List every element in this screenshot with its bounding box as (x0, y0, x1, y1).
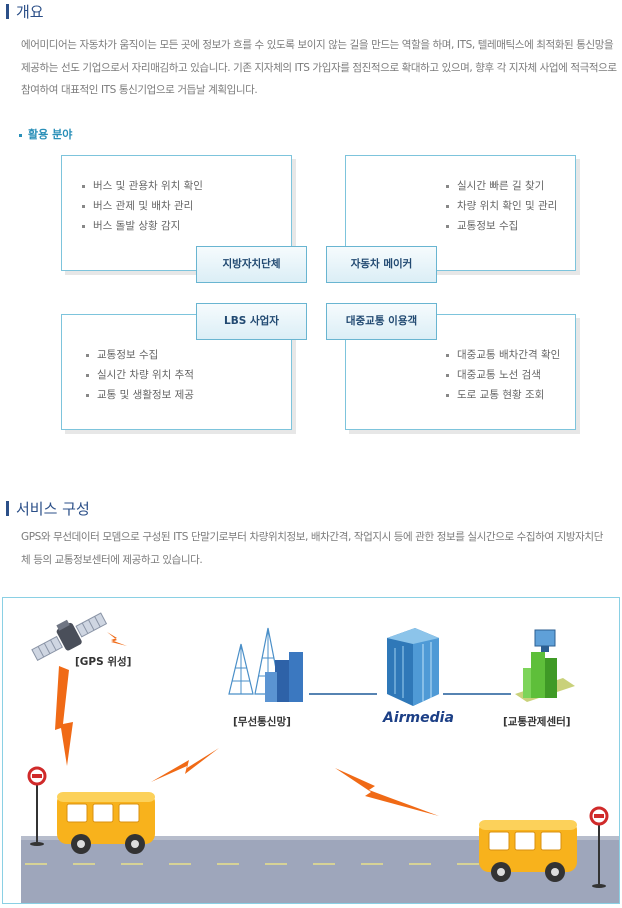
list-item: 버스 관제 및 배차 관리 (82, 196, 203, 216)
control-center-label: [교통관제센터] (503, 716, 571, 728)
overview-text: 에어미디어는 자동차가 움직이는 모든 곳에 정보가 흐를 수 있도록 보이지 … (21, 39, 617, 96)
list-item: 도로 교통 현황 조회 (446, 385, 560, 405)
overview-title: 개요 (16, 3, 44, 21)
label-local-gov: 지방자치단체 (196, 246, 307, 283)
diagram-graphics (21, 612, 619, 903)
field-box-lbs: 교통정보 수집 실시간 차량 위치 추적 교통 및 생활정보 제공 (61, 314, 292, 430)
bullet-icon (19, 133, 22, 137)
label-automaker: 자동차 메이커 (326, 246, 437, 283)
fields-heading: 활용 분야 (19, 126, 72, 142)
bus-stop-sign-icon (589, 806, 609, 888)
field-list: 실시간 빠른 길 찾기 차량 위치 확인 및 관리 교통정보 수집 (446, 176, 557, 236)
bus-icon (57, 792, 155, 854)
field-list: 버스 및 관용차 위치 확인 버스 관제 및 배차 관리 버스 돌발 상황 감지 (82, 176, 203, 236)
list-item: 버스 돌발 상황 감지 (82, 216, 203, 236)
heading-bar (6, 4, 9, 19)
gps-label: [GPS 위성] (75, 656, 132, 668)
list-item: 교통정보 수집 (446, 216, 557, 236)
bus-icon (479, 820, 577, 882)
service-diagram: [GPS 위성] [무선통신망] Airmedia [교통관제센터] (2, 597, 620, 904)
control-center-icon (515, 629, 575, 702)
satellite-icon (31, 612, 108, 661)
airmedia-logo: Airmedia (383, 710, 454, 726)
label-transit-user: 대중교통 이용객 (326, 303, 437, 340)
list-item: 대중교통 노선 검색 (446, 365, 560, 385)
list-item: 실시간 빠른 길 찾기 (446, 176, 557, 196)
bus-stop-sign-icon (27, 766, 47, 846)
field-box-local-gov: 버스 및 관용차 위치 확인 버스 관제 및 배차 관리 버스 돌발 상황 감지 (61, 155, 292, 271)
signal-lightning-icon (55, 632, 439, 816)
list-item: 차량 위치 확인 및 관리 (446, 196, 557, 216)
list-item: 버스 및 관용차 위치 확인 (82, 176, 203, 196)
building-icon (387, 628, 439, 706)
overview-heading: 개요 (6, 1, 44, 22)
network-label: [무선통신망] (233, 716, 291, 728)
label-lbs: LBS 사업자 (196, 303, 307, 340)
field-list: 대중교통 배차간격 확인 대중교통 노선 검색 도로 교통 현황 조회 (446, 345, 560, 405)
list-item: 대중교통 배차간격 확인 (446, 345, 560, 365)
heading-bar (6, 501, 9, 516)
field-list: 교통정보 수집 실시간 차량 위치 추적 교통 및 생활정보 제공 (86, 345, 194, 405)
antenna-tower-icon (228, 627, 303, 702)
fields-title: 활용 분야 (28, 128, 73, 141)
list-item: 실시간 차량 위치 추적 (86, 365, 194, 385)
list-item: 교통 및 생활정보 제공 (86, 385, 194, 405)
list-item: 교통정보 수집 (86, 345, 194, 365)
service-title: 서비스 구성 (16, 500, 90, 518)
service-text: GPS와 무선데이터 모뎀으로 구성된 ITS 단말기로부터 차량위치정보, 배… (21, 531, 603, 566)
service-heading: 서비스 구성 (6, 498, 90, 519)
